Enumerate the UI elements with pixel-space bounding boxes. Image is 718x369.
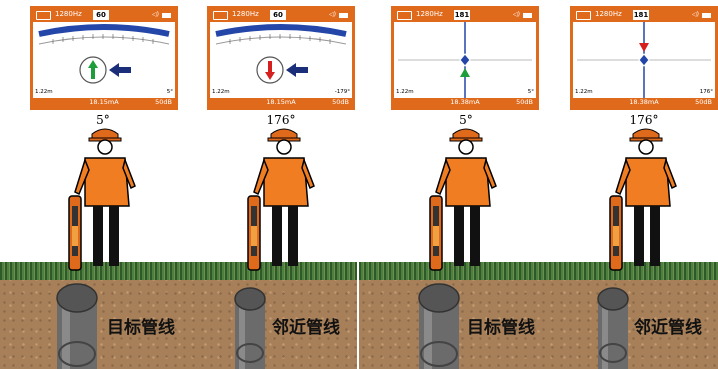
direction-arrow-icon [460, 68, 470, 77]
direction-arrow-icon [88, 60, 98, 79]
db-value: 50dB [332, 98, 349, 106]
status-bar: 1280Hz 60 ◁) [210, 9, 352, 22]
depth-value: 1.22m [575, 89, 593, 95]
status-bar: 1280Hz 181 ◁) [394, 9, 536, 22]
gain-value: 181 [633, 10, 649, 20]
angle-value: -179° [334, 89, 350, 95]
battery-icon [523, 13, 532, 18]
frequency: 1280Hz [55, 10, 82, 18]
panel-compass-mode: 1280Hz 60 ◁) 1.22m 5° [0, 6, 359, 369]
pipe-label: 邻近管线 [634, 318, 702, 338]
pipe-label: 目标管线 [107, 318, 175, 338]
battery-icon [162, 13, 171, 18]
angle-value: 5° [527, 89, 534, 95]
target-pipe [56, 283, 98, 369]
compass-display [38, 24, 170, 84]
current-value: 18.38mA [450, 98, 480, 106]
gain-value: 60 [93, 10, 109, 20]
grass [0, 262, 359, 282]
frequency: 1280Hz [416, 10, 443, 18]
angle-value: 5° [166, 89, 173, 95]
grass [359, 262, 718, 282]
frequency: 1280Hz [232, 10, 259, 18]
locator-screen: 1280Hz 181 ◁) 1.22m 5° 18.38mA 50dB [391, 6, 539, 110]
speaker-icon: ◁) [513, 11, 520, 18]
worker-figure [609, 128, 677, 271]
depth-value: 1.22m [212, 89, 230, 95]
heading-angle: 5° [459, 113, 473, 127]
frequency: 1280Hz [595, 10, 622, 18]
panel-crosshair-mode: 1280Hz 181 ◁) 1.22m 5° 18.38mA 50dB 1280… [359, 0, 718, 369]
db-value: 50dB [155, 98, 172, 106]
signal-icon [397, 11, 412, 20]
db-value: 50dB [695, 98, 712, 106]
depth-value: 1.22m [396, 89, 414, 95]
heading-angle: 176° [266, 113, 296, 127]
current-value: 18.15mA [266, 98, 296, 106]
soil [359, 280, 718, 369]
pipe-label: 邻近管线 [272, 318, 340, 338]
left-arrow-icon [286, 63, 308, 77]
footer-bar: 18.38mA 50dB [394, 98, 536, 107]
gain-value: 60 [270, 10, 286, 20]
speaker-icon: ◁) [329, 11, 336, 18]
target-pipe [418, 283, 460, 369]
current-value: 18.38mA [629, 98, 659, 106]
adjacent-pipe [234, 287, 266, 369]
signal-icon [213, 11, 228, 20]
compass-display [215, 24, 347, 84]
status-bar: 1280Hz 181 ◁) [573, 9, 715, 22]
footer-bar: 18.15mA 50dB [210, 98, 352, 107]
gain-value: 181 [454, 10, 470, 20]
current-value: 18.15mA [89, 98, 119, 106]
worker-figure [429, 128, 497, 271]
battery-icon [339, 13, 348, 18]
crosshair-display [398, 22, 532, 98]
left-arrow-icon [109, 63, 131, 77]
speaker-icon: ◁) [152, 11, 159, 18]
angle-value: 176° [699, 89, 713, 95]
status-bar: 1280Hz 60 ◁) [33, 9, 175, 22]
depth-value: 1.22m [35, 89, 53, 95]
db-value: 50dB [516, 98, 533, 106]
speaker-icon: ◁) [692, 11, 699, 18]
pipe-label: 目标管线 [467, 318, 535, 338]
locator-screen: 1280Hz 181 ◁) 1.22m 176° 18.38mA 50dB [570, 6, 718, 110]
locator-screen: 1280Hz 60 ◁) 1.22m 5° [30, 6, 178, 110]
direction-arrow-icon [639, 43, 649, 52]
heading-angle: 5° [96, 113, 110, 127]
footer-bar: 18.38mA 50dB [573, 98, 715, 107]
worker-figure [68, 128, 136, 271]
locator-screen: 1280Hz 60 ◁) 1.22m -179° [207, 6, 355, 110]
worker-figure [247, 128, 315, 271]
heading-angle: 176° [629, 113, 659, 127]
signal-icon [36, 11, 51, 20]
battery-icon [702, 13, 711, 18]
footer-bar: 18.15mA 50dB [33, 98, 175, 107]
direction-arrow-icon [265, 61, 275, 80]
crosshair-display [577, 22, 711, 98]
signal-icon [576, 11, 591, 20]
adjacent-pipe [597, 287, 629, 369]
